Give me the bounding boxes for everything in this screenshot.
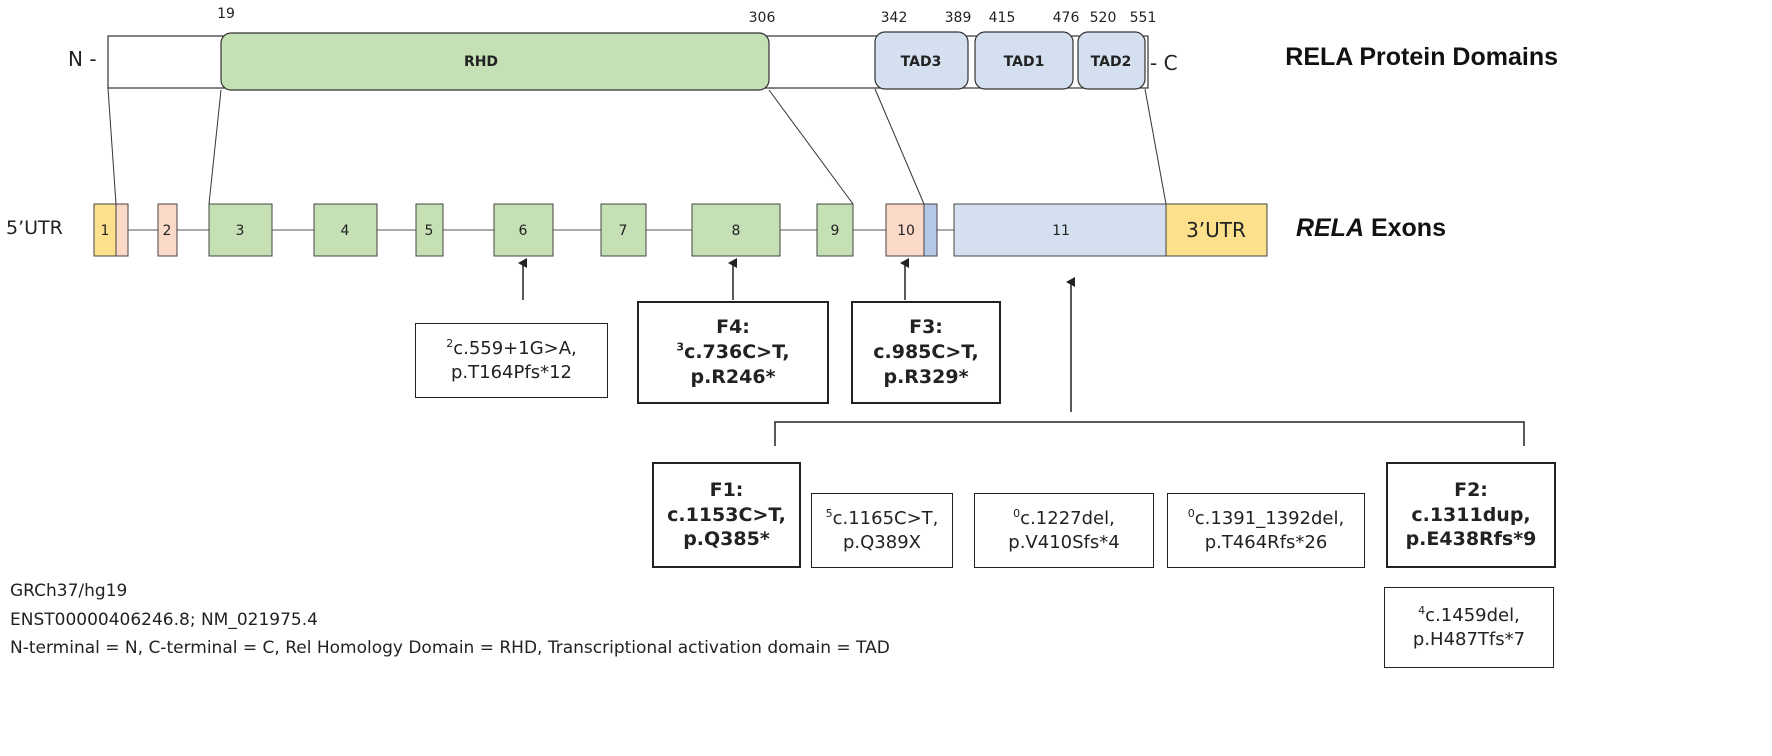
exon-8 xyxy=(691,203,781,257)
position-551: 551 xyxy=(1130,10,1157,26)
tad3-domain xyxy=(874,31,969,90)
mutation-hgvs: 3c.736C>T, xyxy=(676,340,790,364)
exon-1-coding xyxy=(115,203,129,257)
position-306: 306 xyxy=(749,10,776,26)
exon-3 xyxy=(208,203,273,257)
mutation-box-c1227: 0c.1227del, p.V410Sfs*4 xyxy=(974,493,1154,568)
exon-8-label: 8 xyxy=(732,223,741,239)
footnote-genome-build: GRCh37/hg19 xyxy=(10,581,128,601)
utr5-label: 5’UTR xyxy=(6,217,63,239)
exon-6-label: 6 xyxy=(519,223,528,239)
mutation-hgvs: c.985C>T, xyxy=(873,341,979,364)
position-19: 19 xyxy=(217,6,235,22)
exons-title: RELA Exons xyxy=(1296,214,1446,242)
family-label: F2: xyxy=(1454,478,1488,501)
mutation-hgvs: c.1153C>T, xyxy=(667,503,786,526)
exon-5-label: 5 xyxy=(425,223,434,239)
utr3-label: 3’UTR xyxy=(1186,218,1246,242)
exon-2 xyxy=(157,203,178,257)
tad1-label: TAD1 xyxy=(1004,54,1045,70)
exon-6 xyxy=(493,203,554,257)
map-line-end xyxy=(1144,88,1167,205)
map-line-tad3-start xyxy=(874,88,925,205)
mutation-box-f2: F2: c.1311dup, p.E438Rfs*9 xyxy=(1386,462,1556,568)
mutation-box-f3: F3: c.985C>T, p.R329* xyxy=(851,301,1001,404)
exon-10-label: 10 xyxy=(897,223,915,239)
mutation-protein: p.Q389X xyxy=(842,531,921,553)
n-terminal-label: N - xyxy=(68,47,97,71)
exon-7 xyxy=(600,203,647,257)
exon-5 xyxy=(415,203,444,257)
position-520: 520 xyxy=(1090,10,1117,26)
map-line-rhd-start xyxy=(208,89,222,205)
family-label: F3: xyxy=(909,316,943,339)
mutation-protein: p.R246* xyxy=(690,365,776,388)
exon-10-coding-tad xyxy=(923,203,938,257)
footnote-abbreviations: N-terminal = N, C-terminal = C, Rel Homo… xyxy=(10,638,890,658)
position-476: 476 xyxy=(1053,10,1080,26)
mutation-protein: p.T164Pfs*12 xyxy=(451,361,572,383)
exon-7-label: 7 xyxy=(619,223,628,239)
mutation-protein: p.E438Rfs*9 xyxy=(1405,528,1537,551)
mutation-box-f4: F4: 3c.736C>T, p.R246* xyxy=(637,301,829,404)
exon-3-label: 3 xyxy=(236,223,245,239)
footnote-transcript-ids: ENST00000406246.8; NM_021975.4 xyxy=(10,610,318,630)
position-342: 342 xyxy=(881,10,908,26)
exon-10-coding-rhd xyxy=(885,203,925,257)
utr3-block xyxy=(1165,203,1268,257)
mutation-box-exon6: 2c.559+1G>A, p.T164Pfs*12 xyxy=(415,323,608,398)
exon-1-label: 1 xyxy=(101,223,110,239)
position-389: 389 xyxy=(945,10,972,26)
exon-2-label: 2 xyxy=(163,223,172,239)
mutation-protein: p.V410Sfs*4 xyxy=(1008,531,1120,553)
mutation-protein: p.T464Rfs*26 xyxy=(1204,531,1328,553)
exon-11 xyxy=(953,203,1167,257)
mutation-box-c1165: 5c.1165C>T, p.Q389X xyxy=(811,493,953,568)
mutation-box-c1391: 0c.1391_1392del, p.T464Rfs*26 xyxy=(1167,493,1365,568)
rhd-label: RHD xyxy=(464,54,498,70)
position-415: 415 xyxy=(989,10,1016,26)
tad2-label: TAD2 xyxy=(1091,54,1132,70)
mutation-hgvs: 0c.1227del, xyxy=(1013,507,1115,530)
family-label: F4: xyxy=(716,316,750,339)
mutation-hgvs: 5c.1165C>T, xyxy=(825,507,939,530)
mutation-hgvs: 0c.1391_1392del, xyxy=(1187,507,1345,530)
exon-4 xyxy=(313,203,378,257)
mutation-protein: p.R329* xyxy=(883,365,969,388)
mutation-protein: p.Q385* xyxy=(683,528,770,551)
tad2-domain xyxy=(1077,31,1146,90)
c-terminal-label: - C xyxy=(1150,51,1178,75)
exon-11-label: 11 xyxy=(1052,223,1070,239)
exon-9 xyxy=(816,203,854,257)
map-line-start xyxy=(107,87,117,205)
family-label: F1: xyxy=(709,478,744,501)
exon-11-bracket xyxy=(774,421,1525,446)
map-line-rhd-end xyxy=(768,89,854,205)
mutation-box-f1: F1: c.1153C>T, p.Q385* xyxy=(652,462,801,568)
tad3-label: TAD3 xyxy=(901,54,942,70)
mutation-protein: p.H487Tfs*7 xyxy=(1412,628,1526,650)
mutation-hgvs: c.1311dup, xyxy=(1411,503,1531,526)
rhd-domain xyxy=(220,32,770,91)
exon-9-label: 9 xyxy=(831,223,840,239)
mutation-hgvs: 4c.1459del, xyxy=(1418,604,1520,627)
mutation-box-c1459: 4c.1459del, p.H487Tfs*7 xyxy=(1384,587,1554,668)
protein-domains-title: RELA Protein Domains xyxy=(1285,43,1558,71)
exon-4-label: 4 xyxy=(341,223,350,239)
mutation-hgvs: 2c.559+1G>A, xyxy=(446,337,577,360)
tad1-domain xyxy=(974,31,1074,90)
